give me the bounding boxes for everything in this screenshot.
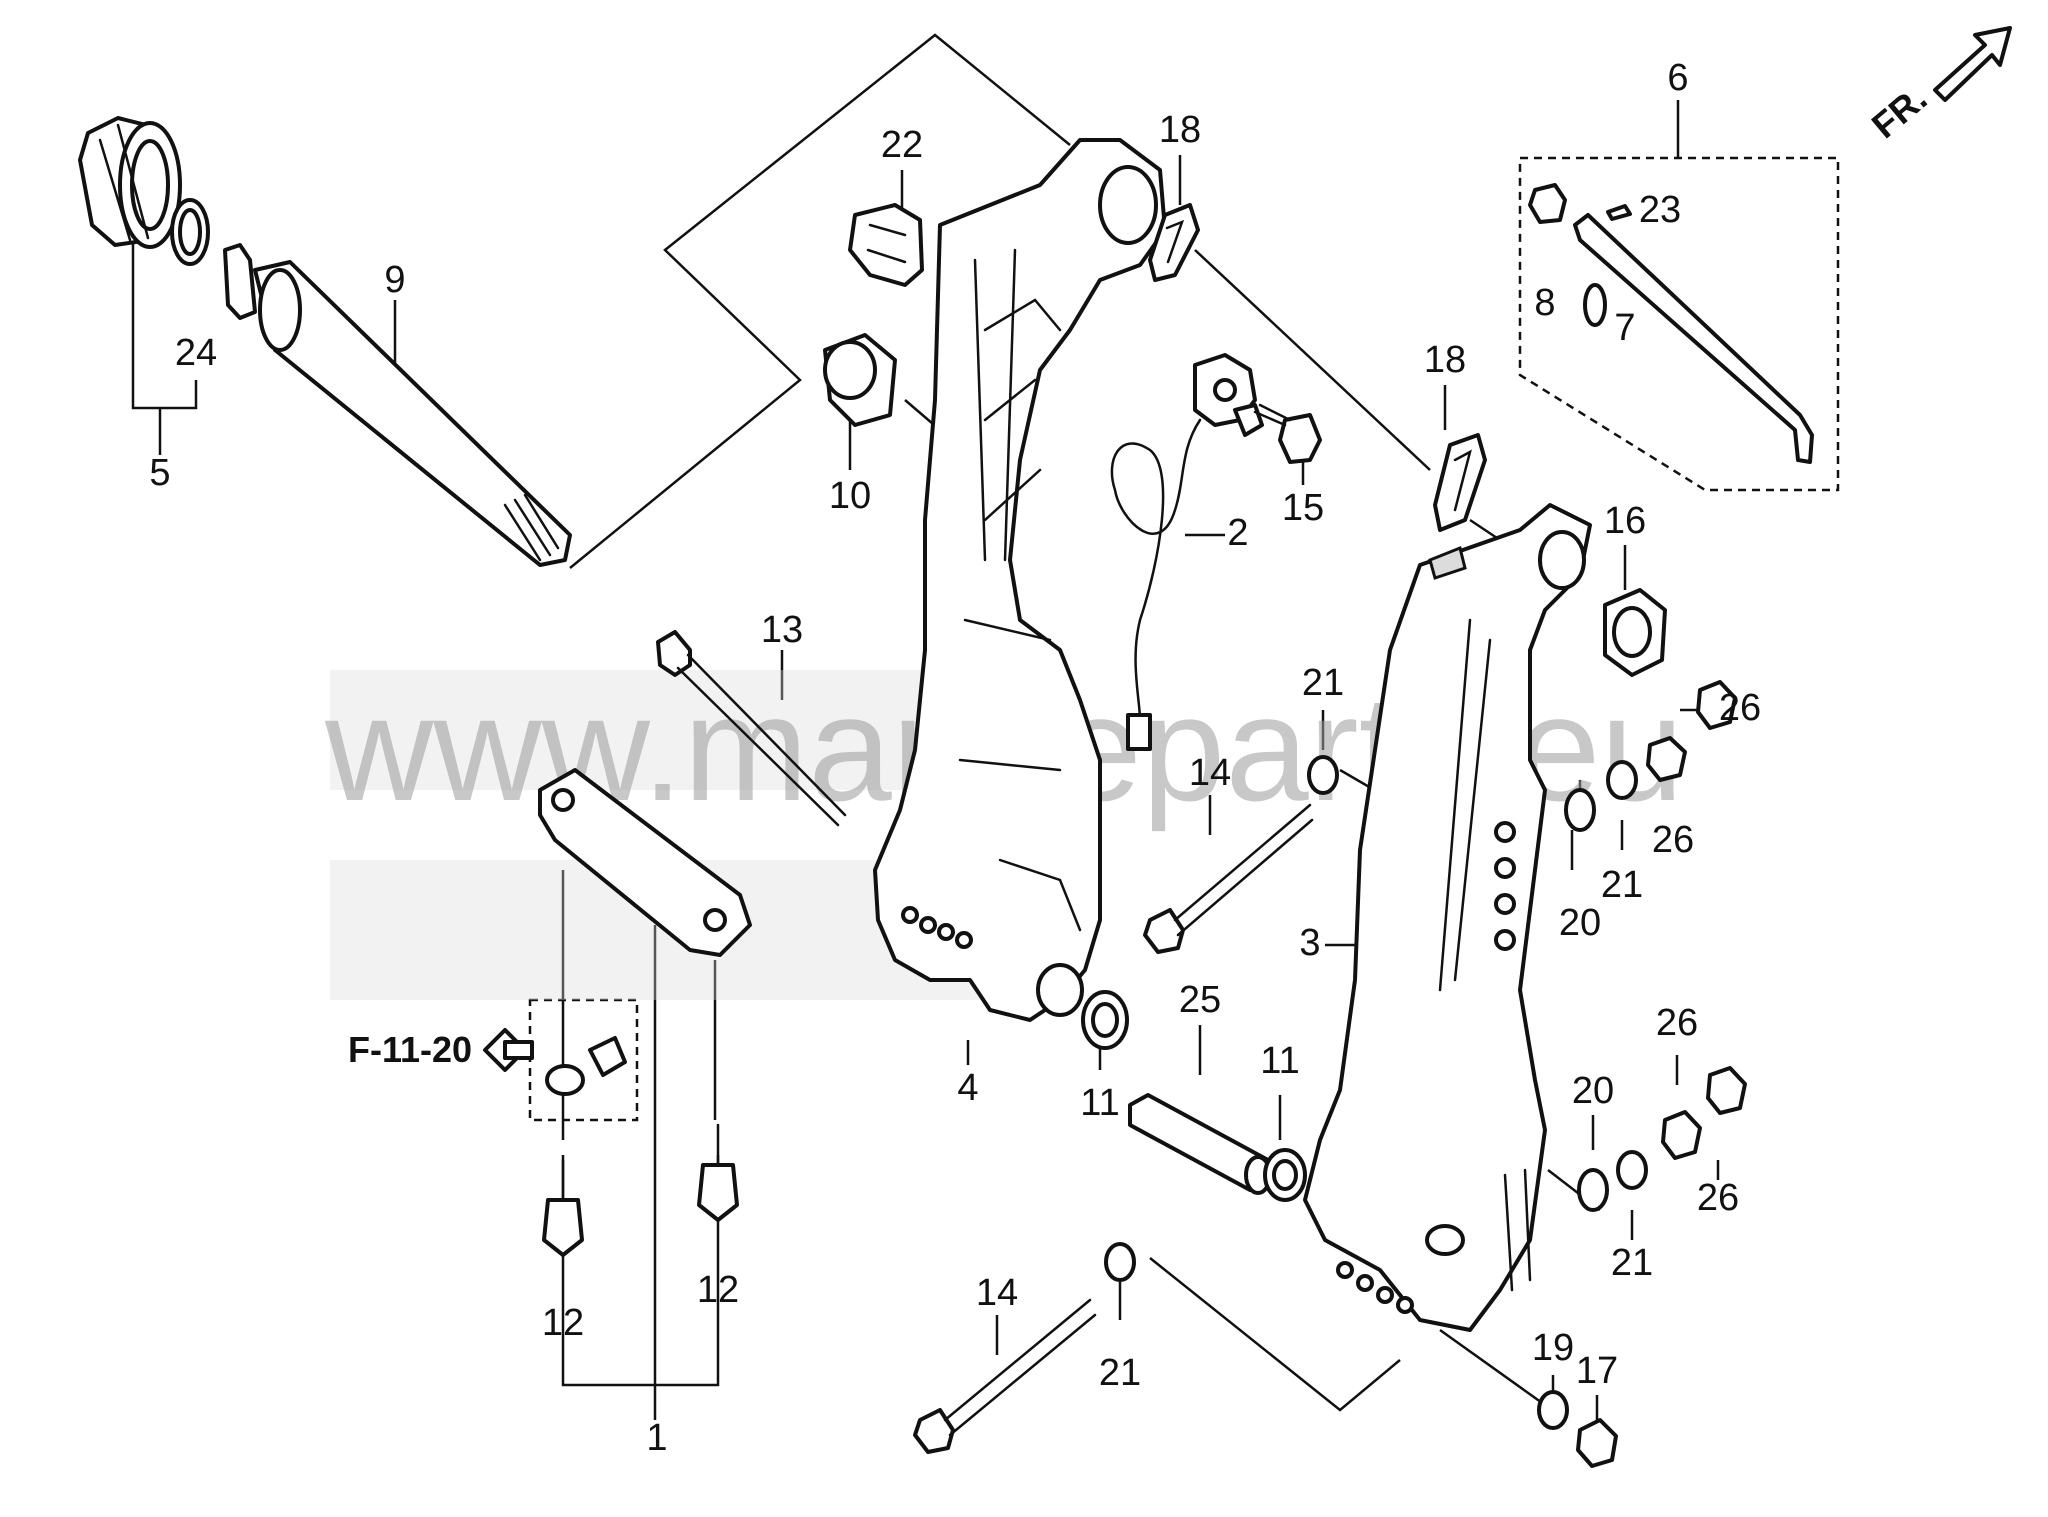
part-11-bushing-left [1081,990,1129,1050]
callout-25: 25 [1179,979,1221,1021]
ref-arrow [483,1028,534,1072]
part-21-washer-d [1104,1242,1136,1282]
part-13-bolt [656,630,847,827]
part-15-bolt [1253,403,1322,464]
callout-12-left: 12 [542,1302,584,1344]
part-20-washer-b [1577,1168,1609,1212]
part-12-bolt-left [542,1158,584,1257]
callout-16: 16 [1604,500,1646,542]
callout-21-b: 21 [1601,864,1643,906]
callout-14-lower: 14 [976,1272,1018,1314]
part-17-nut [1576,1418,1618,1468]
callout-26-a: 26 [1719,687,1761,729]
part-26-nut-d [1706,1066,1747,1115]
callout-9: 9 [384,259,405,301]
part-26-nut-c [1661,1110,1702,1160]
callout-20-upper: 20 [1559,902,1601,944]
callout-26-d: 26 [1697,1177,1739,1219]
callout-3: 3 [1299,922,1320,964]
callout-13: 13 [761,609,803,651]
callout-11-right: 11 [1260,1040,1299,1082]
part-18-plate-upper [1148,203,1200,282]
part-21-washer-c [1616,1150,1648,1190]
part-12-bolt-right [697,1123,739,1222]
callout-26-b: 26 [1652,819,1694,861]
part-25-collar [1128,1093,1272,1195]
part-21-washer-b [1606,760,1638,800]
cross-reference-label: F-11-20 [348,1029,472,1070]
callout-12-right: 12 [697,1269,739,1311]
ref-inset-parts [545,1036,627,1096]
part-2-sensor [1110,353,1264,751]
part-26-nut-b [1696,680,1737,730]
front-direction-arrow [1933,26,2012,102]
callout-10: 10 [829,475,871,517]
part-26-nut-a [1646,736,1687,782]
part-20-washer-a [1564,788,1596,832]
callout-23: 23 [1639,189,1681,231]
callout-20-lower: 20 [1572,1070,1614,1112]
callout-2: 2 [1227,512,1248,554]
callout-11-left: 11 [1080,1082,1119,1124]
part-14-bolt-right [1143,803,1314,954]
part-4-port-bracket [873,138,1167,1022]
front-label: FR. [1864,77,1935,146]
callout-17: 17 [1576,1350,1618,1392]
part-22-clip [848,203,924,287]
part-6-rod-kit [1528,183,1814,464]
callout-19: 19 [1532,1327,1574,1369]
callout-18-lower: 18 [1424,339,1466,381]
callout-15: 15 [1282,487,1324,529]
part-1-clamp-plate [538,768,752,957]
callout-18-upper: 18 [1159,109,1201,151]
callout-26-c: 26 [1656,1002,1698,1044]
part-14-bolt-lower [913,1298,1097,1454]
callout-7: 7 [1614,307,1635,349]
callout-1: 1 [646,1417,667,1459]
callout-14-right: 14 [1189,752,1231,794]
part-19-washer [1537,1390,1569,1430]
callout-4: 4 [957,1067,978,1109]
callout-22: 22 [881,124,923,166]
callout-5: 5 [149,452,170,494]
part-3-starboard-bracket [1303,503,1592,1332]
part-11-bushing-right [1263,1148,1307,1202]
callout-21-c: 21 [1611,1242,1653,1284]
part-5-sleeve [78,116,182,249]
part-10-bushing [823,333,897,427]
callout-24: 24 [175,332,217,374]
part-9-shaft [223,243,572,567]
callout-6: 6 [1667,57,1688,99]
part-21-washer-a [1307,755,1339,795]
callout-21-a: 21 [1302,662,1344,704]
part-18-plate-lower [1433,433,1487,532]
part-16-nut [1603,588,1667,677]
callout-8: 8 [1534,282,1555,324]
callout-21-d: 21 [1099,1352,1141,1394]
part-24-ring [170,198,210,266]
